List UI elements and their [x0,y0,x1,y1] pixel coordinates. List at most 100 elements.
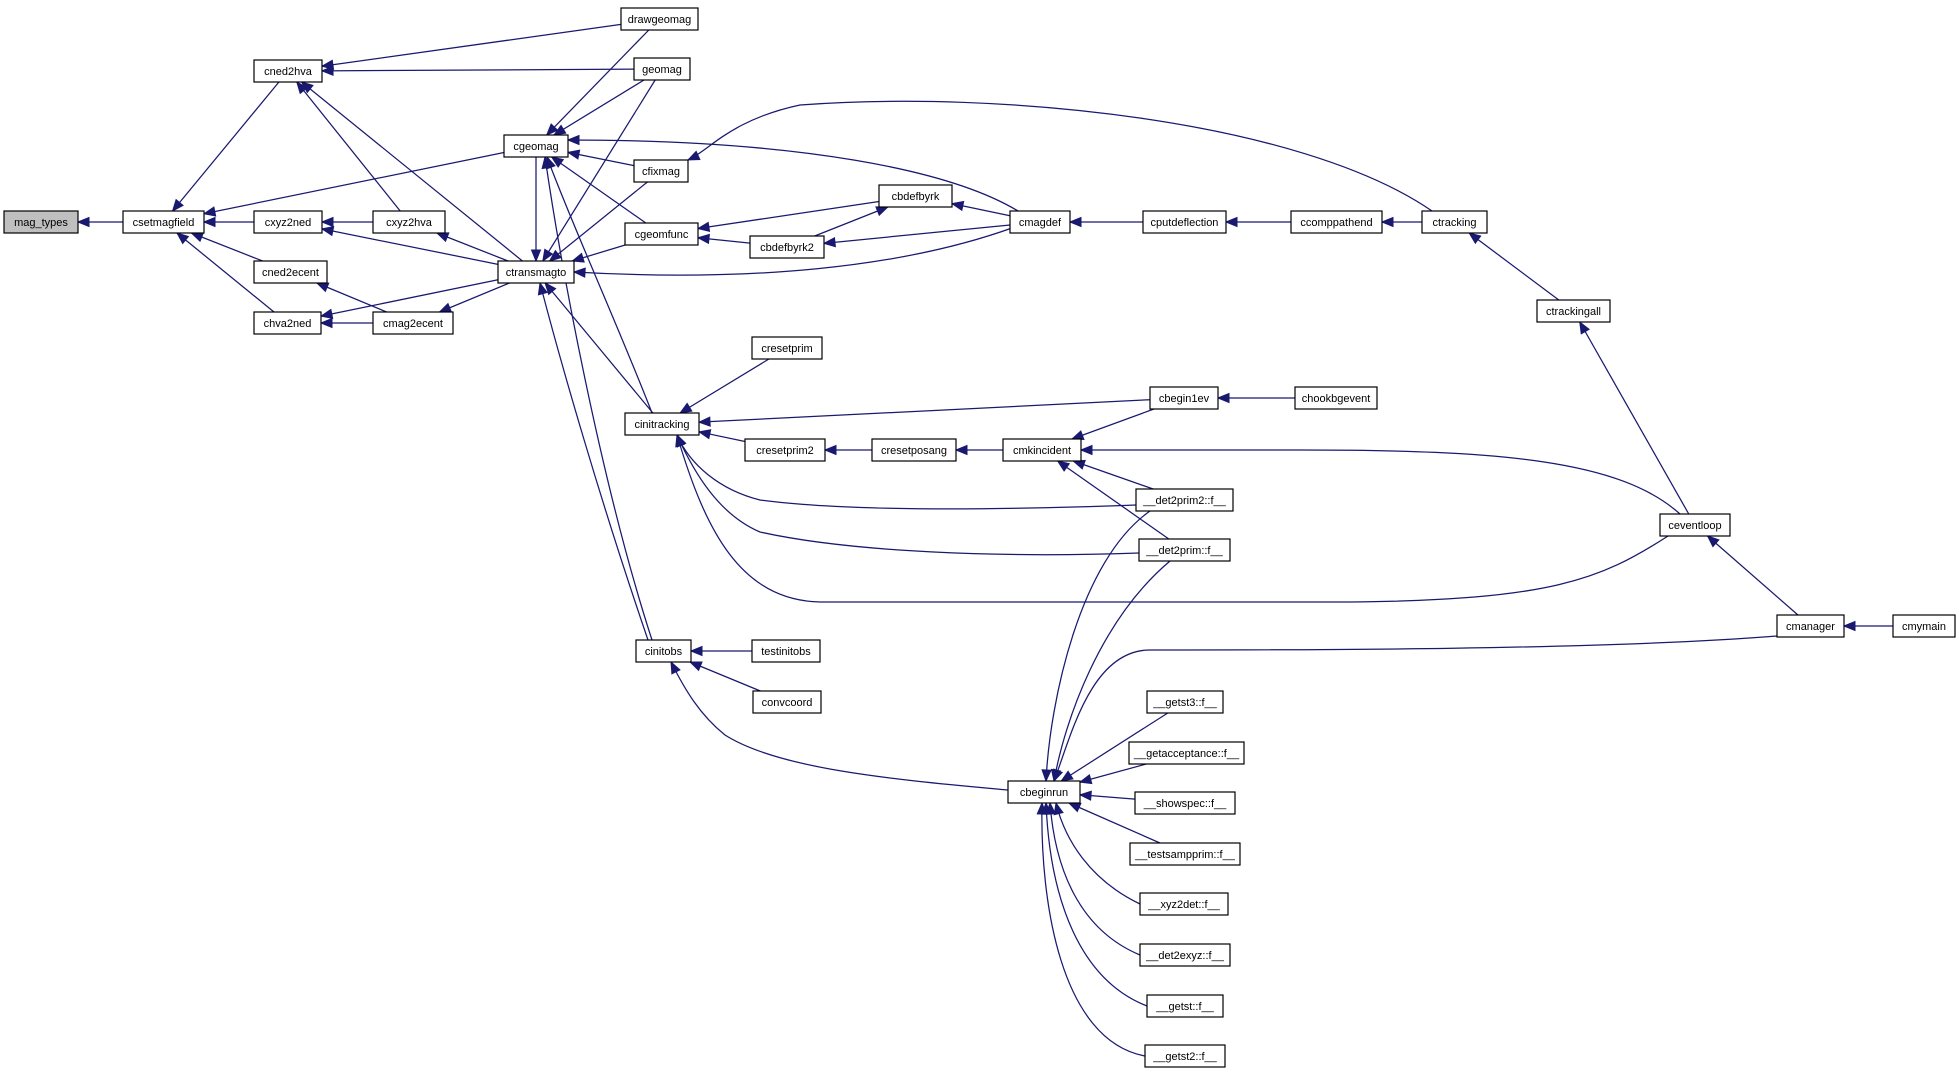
node-label: __showspec::f__ [1143,798,1227,810]
node-getacceptance[interactable]: __getacceptance::f__ [1128,741,1245,765]
node-cned2hva[interactable]: cned2hva [253,59,323,83]
node-label: cmanager [1786,621,1835,633]
node-det2prim[interactable]: __det2prim::f__ [1138,538,1231,562]
node-getst2[interactable]: __getst2::f__ [1144,1044,1226,1068]
node-drawgeomag[interactable]: drawgeomag [620,7,699,31]
node-cresetprim[interactable]: cresetprim [751,336,823,360]
edge-line [321,68,635,72]
edge-cfixmag-to-cgeomag [566,149,635,167]
node-cputdeflection[interactable]: cputdeflection [1142,210,1227,234]
node-testinitobs[interactable]: testinitobs [751,639,821,663]
arrowhead [566,149,581,160]
node-box [372,210,446,234]
arrowhead [1706,535,1720,548]
node-mag-types[interactable]: mag_types [3,210,79,234]
node-cbdefbyrk2[interactable]: cbdefbyrk2 [749,235,825,259]
node-box [751,336,823,360]
node-cmagdef[interactable]: cmagdef [1009,210,1071,234]
node-cbdefbyrk[interactable]: cbdefbyrk [878,184,953,208]
edge-line [191,232,263,262]
edge-ctracking-to-ccomppathend [1380,216,1422,228]
node-label: cputdeflection [1151,217,1219,229]
node-box [1144,1044,1226,1068]
node-cxyz2hva[interactable]: cxyz2hva [372,210,446,234]
node-box [3,210,79,234]
arrowhead [688,661,703,672]
arrowhead [544,281,557,296]
edge-cmagdef-to-cbdefbyrk [950,200,1011,217]
edge-cmag2ecent-to-cned2ecent [315,282,387,313]
edge-line [679,358,770,414]
node-label: __getst::f__ [1155,1001,1214,1013]
node-cinitracking[interactable]: cinitracking [624,412,700,436]
node-xyz2det[interactable]: __xyz2det::f__ [1139,892,1229,916]
edge-cinitracking-to-cgeomag [546,155,653,414]
node-ccomppathend[interactable]: ccomppathend [1290,210,1383,234]
node-label: ctransmagto [506,267,567,279]
node-box [1138,538,1231,562]
node-geomag[interactable]: geomag [633,57,691,81]
edge-getacceptance-to-cbeginrun [1078,763,1147,785]
node-cgeomag[interactable]: cgeomag [503,134,569,158]
node-cmkincident[interactable]: cmkincident [1002,438,1082,462]
node-label: cxyz2hva [386,217,433,229]
node-chva2ned[interactable]: chva2ned [253,311,322,335]
arrowhead [675,433,686,448]
edge-cgeomfunc-to-ctransmagto [571,244,626,263]
arrowhead [1842,620,1856,632]
node-showspec[interactable]: __showspec::f__ [1134,791,1236,815]
node-testsampprim[interactable]: __testsampprim::f__ [1129,842,1241,866]
node-cgeomfunc[interactable]: cgeomfunc [624,222,699,246]
node-cbeginrun[interactable]: cbeginrun [1007,780,1081,804]
edge-cxyz2hva-to-cned2hva [295,80,401,212]
node-cmanager[interactable]: cmanager [1776,614,1845,638]
node-ctrackingall[interactable]: ctrackingall [1536,299,1611,323]
node-convcoord[interactable]: convcoord [752,690,822,714]
edge-ctracking-to-cfixmag [686,100,1433,212]
arrowhead [1078,774,1093,785]
node-box [1149,386,1219,410]
node-box [1135,488,1234,512]
edge-cresetprim2-to-cinitracking [697,429,746,443]
node-box [1002,438,1082,462]
node-box [253,210,323,234]
node-cfixmag[interactable]: cfixmag [633,159,689,183]
arrowhead [171,198,184,213]
node-getst[interactable]: __getst::f__ [1146,994,1224,1018]
edge-getst-to-cbeginrun [1041,801,1148,1007]
node-label: cmag2ecent [383,318,443,330]
node-box [749,235,825,259]
edge-line [176,232,275,313]
node-ceventloop[interactable]: ceventloop [1659,513,1731,537]
edge-line [544,156,653,641]
node-det2exyz[interactable]: __det2exyz::f__ [1139,943,1231,967]
node-cresetposang[interactable]: cresetposang [871,438,957,462]
node-cmag2ecent[interactable]: cmag2ecent [372,311,454,335]
node-cxyz2ned[interactable]: cxyz2ned [253,210,323,234]
edge-line [553,79,645,136]
node-chookbgevent[interactable]: chookbgevent [1294,386,1378,410]
node-cmymain[interactable]: cmymain [1892,614,1956,638]
edge-cmanager-to-ceventloop [1706,535,1799,616]
node-label: cinitobs [645,646,683,658]
node-csetmagfield[interactable]: csetmagfield [122,210,205,234]
edge-ctransmagto-to-cmag2ecent [438,282,510,313]
node-det2prim2[interactable]: __det2prim2::f__ [1135,488,1234,512]
arrowhead [530,249,542,263]
node-ctracking[interactable]: ctracking [1421,210,1488,234]
edge-ceventloop-to-ctrackingall [1579,320,1690,515]
arrowhead [1070,430,1085,440]
node-ctransmagto[interactable]: ctransmagto [497,260,575,284]
arrowhead [202,216,216,228]
edge-getst2-to-cbeginrun [1036,801,1146,1057]
node-cned2ecent[interactable]: cned2ecent [253,260,328,284]
node-cresetprim2[interactable]: cresetprim2 [744,438,826,462]
node-cbegin1ev[interactable]: cbegin1ev [1149,386,1219,410]
node-getst3[interactable]: __getst3::f__ [1146,690,1224,714]
edge-line [172,81,280,212]
edge-chva2ned-to-csetmagfield [175,232,275,313]
node-cinitobs[interactable]: cinitobs [635,639,692,663]
edge-line [823,224,1011,244]
arrowhead [320,216,334,228]
